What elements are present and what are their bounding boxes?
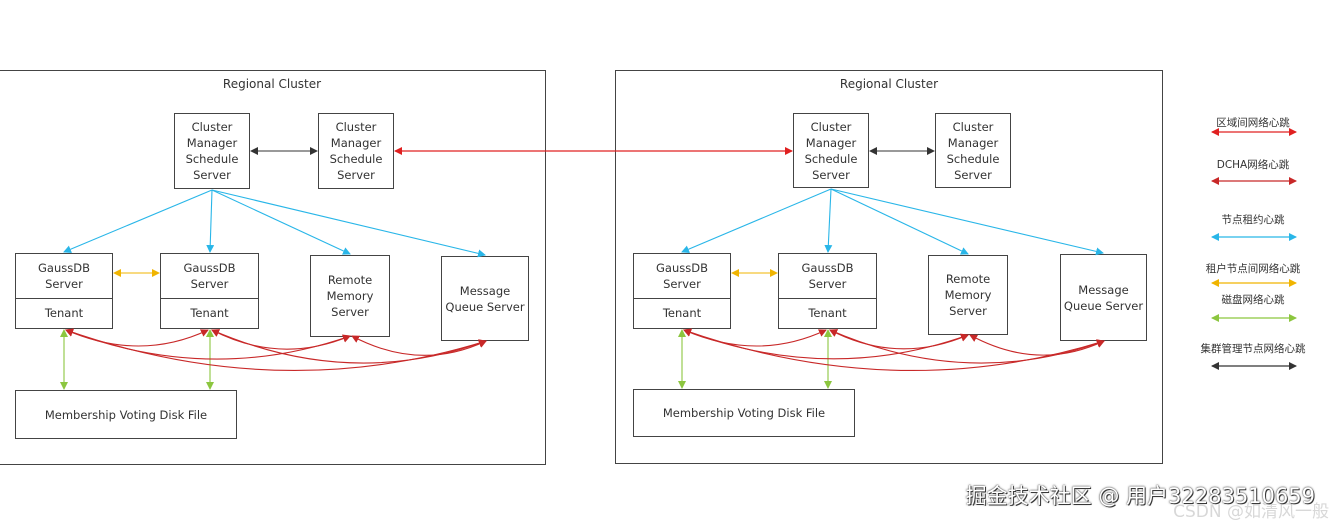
membership-voting-disk-file: Membership Voting Disk File [15, 390, 237, 439]
gaussdb-server-label: GaussDB Server [16, 254, 112, 299]
cm-schedule-server-primary: Cluster Manager Schedule Server [174, 113, 250, 189]
region-title: Regional Cluster [222, 77, 322, 91]
disk-heartbeat-lines [60, 329, 214, 390]
message-queue-server: Message Queue Server [1060, 254, 1147, 341]
lease-heartbeat-lines [63, 189, 486, 258]
gaussdb-server-label: GaussDB Server [779, 254, 876, 299]
tenant-label: Tenant [190, 306, 229, 320]
remote-memory-server: Remote Memory Server [310, 255, 390, 337]
legend-label-dcha: DCHA网络心跳 [1216, 159, 1290, 171]
gaussdb-node-b: GaussDB Server Tenant [160, 253, 259, 329]
cm-schedule-server-primary: Cluster Manager Schedule Server [793, 113, 869, 188]
legend-label-lease: 节点租约心跳 [1221, 214, 1285, 226]
cm-schedule-server-secondary: Cluster Manager Schedule Server [318, 113, 394, 189]
legend-label-tenant: 租户节点间网络心跳 [1205, 263, 1301, 275]
remote-memory-server: Remote Memory Server [928, 255, 1008, 335]
region-title: Regional Cluster [839, 77, 939, 91]
legend-label-cluster-mgmt: 集群管理节点网络心跳 [1200, 343, 1306, 355]
legend-label-inter-region: 区域间网络心跳 [1216, 117, 1290, 129]
tenant-label: Tenant [662, 306, 702, 320]
tenant-label: Tenant [44, 306, 84, 320]
watermark-juejin: 掘金技术社区 @ 用户32283510659 [965, 484, 1315, 508]
tenant-label: Tenant [808, 306, 847, 320]
gaussdb-node-a: GaussDB Server Tenant [633, 253, 731, 329]
gaussdb-server-label: GaussDB Server [634, 254, 730, 299]
gaussdb-node-b: GaussDB Server Tenant [778, 253, 877, 329]
lease-heartbeat-lines [681, 188, 1104, 256]
cm-schedule-server-secondary: Cluster Manager Schedule Server [935, 113, 1011, 188]
watermark-csdn: CSDN @如清风一般 [1173, 502, 1329, 522]
legend-label-disk: 磁盘网络心跳 [1221, 294, 1285, 306]
gaussdb-node-a: GaussDB Server Tenant [15, 253, 113, 329]
dcha-heartbeat-lines [65, 328, 487, 371]
disk-heartbeat-lines [678, 329, 832, 389]
dcha-heartbeat-lines [683, 328, 1105, 371]
membership-voting-disk-file: Membership Voting Disk File [633, 389, 855, 437]
gaussdb-server-label: GaussDB Server [161, 254, 258, 299]
